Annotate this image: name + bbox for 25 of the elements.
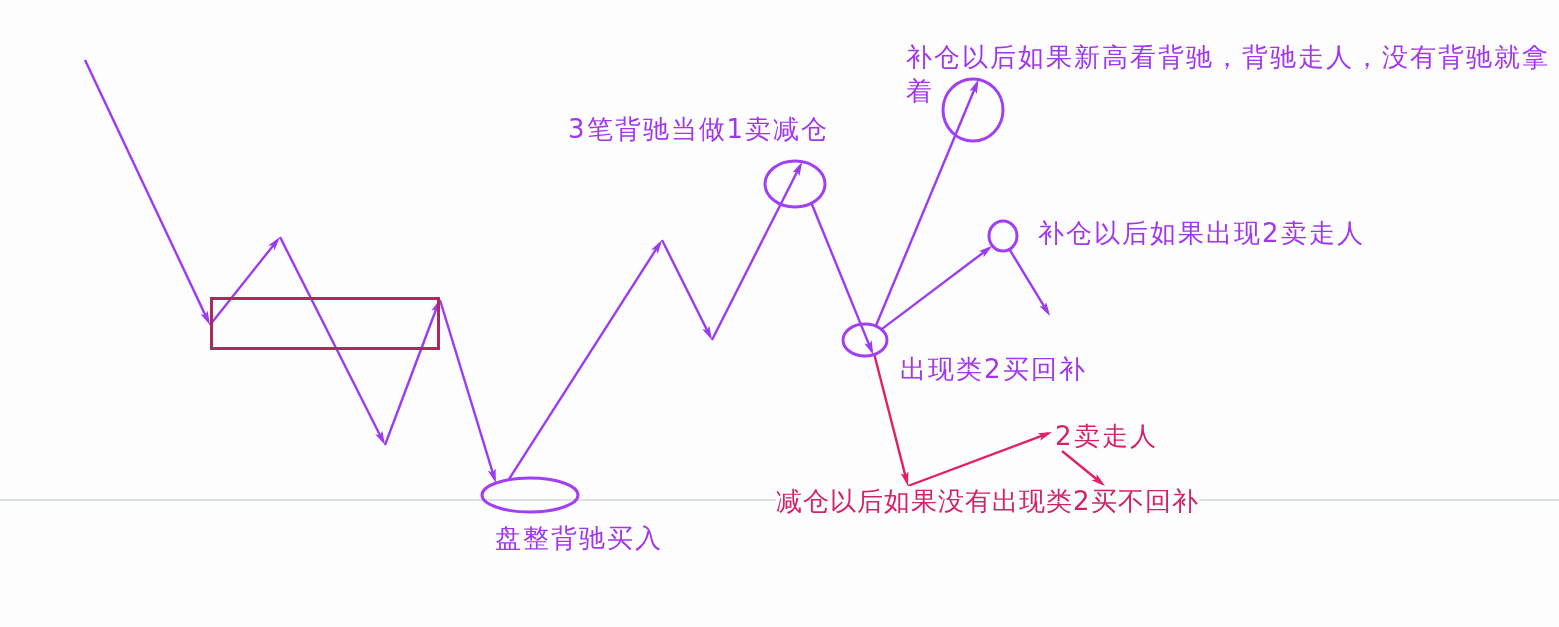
arrow (507, 240, 662, 481)
highlight-ellipse (841, 322, 889, 358)
arrow (874, 79, 979, 327)
arrow (209, 237, 280, 326)
arrow (438, 299, 496, 484)
range-rectangle (210, 297, 440, 350)
arrow (810, 202, 874, 355)
highlight-ellipse (763, 159, 827, 209)
arrow (1008, 248, 1050, 316)
arrow (880, 245, 993, 331)
arrow (873, 354, 909, 486)
highlight-circle (941, 77, 1005, 143)
arrow (907, 432, 1052, 488)
annotation-text: 补仓以后如果出现2卖走人 (1038, 218, 1365, 248)
arrow (710, 161, 803, 341)
annotation-text: 盘整背驰买入 (495, 523, 663, 553)
annotation-text: 减仓以后如果没有出现类2买不回补 (776, 486, 1199, 516)
highlight-circle (987, 219, 1019, 253)
annotation-text: 补仓以后如果新高看背驰，背驰走人，没有背驰就拿着 (906, 41, 1551, 108)
arrow (1061, 450, 1105, 486)
annotation-text: 3笔背驰当做1卖减仓 (568, 114, 830, 144)
arrow (83, 59, 210, 325)
annotation-text: 2卖走人 (1055, 421, 1158, 451)
annotation-text: 出现类2买回补 (900, 356, 1087, 382)
highlight-ellipse (480, 476, 580, 514)
